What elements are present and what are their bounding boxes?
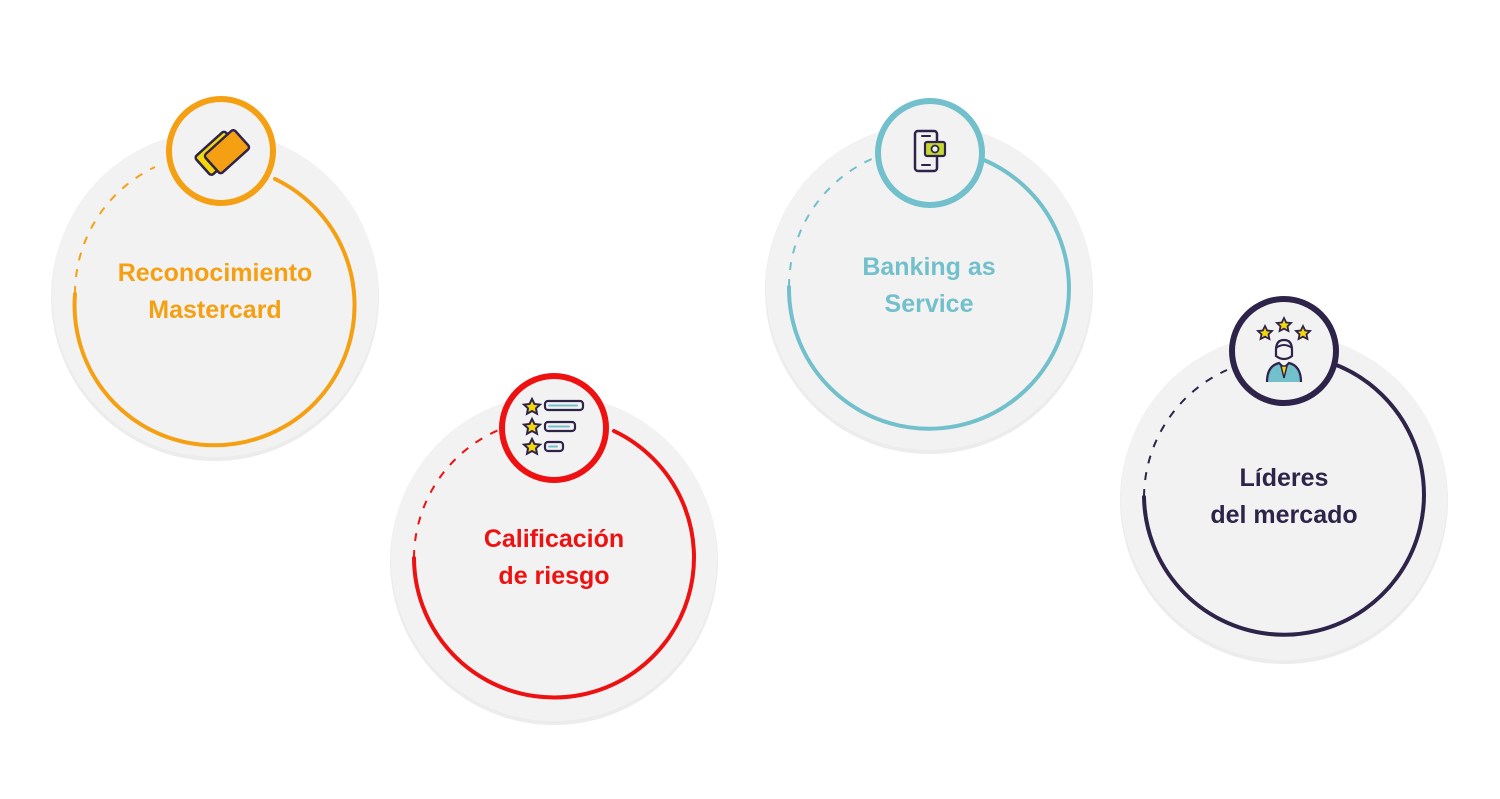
badge-mastercard [166, 96, 276, 206]
card-title-line-1: Líderes [1239, 464, 1329, 492]
card-title: Banking as Service [764, 249, 1094, 323]
mobile-payment-icon [875, 98, 985, 208]
ring-riesgo [390, 395, 718, 725]
badge-banking [875, 98, 985, 208]
card-banking: Banking as Service [764, 98, 1094, 454]
card-title: Calificación de riesgo [389, 521, 719, 595]
card-title-line-1: Banking as [862, 253, 996, 281]
card-riesgo: Calificación de riesgo [389, 373, 719, 725]
card-title: Líderes del mercado [1119, 460, 1449, 534]
ring-lideres [1120, 334, 1448, 664]
ring-banking [765, 124, 1093, 454]
card-title-line-2: del mercado [1210, 501, 1358, 529]
card-title-line-1: Reconocimiento [117, 259, 313, 287]
card-title-line-1: Calificación [483, 525, 625, 553]
card-title-line-2: Service [884, 290, 974, 318]
card-lideres: Líderes del mercado [1119, 296, 1449, 664]
card-mastercard: Reconocimiento Mastercard [50, 96, 380, 461]
badge-riesgo [499, 373, 609, 483]
cards-icon [166, 96, 276, 206]
ring-mastercard [51, 131, 379, 461]
card-title-line-2: Mastercard [148, 296, 282, 324]
card-title-line-2: de riesgo [498, 562, 610, 590]
leader-stars-icon [1229, 296, 1339, 406]
card-title: Reconocimiento Mastercard [50, 255, 380, 329]
badge-lideres [1229, 296, 1339, 406]
rating-list-icon [499, 373, 609, 483]
